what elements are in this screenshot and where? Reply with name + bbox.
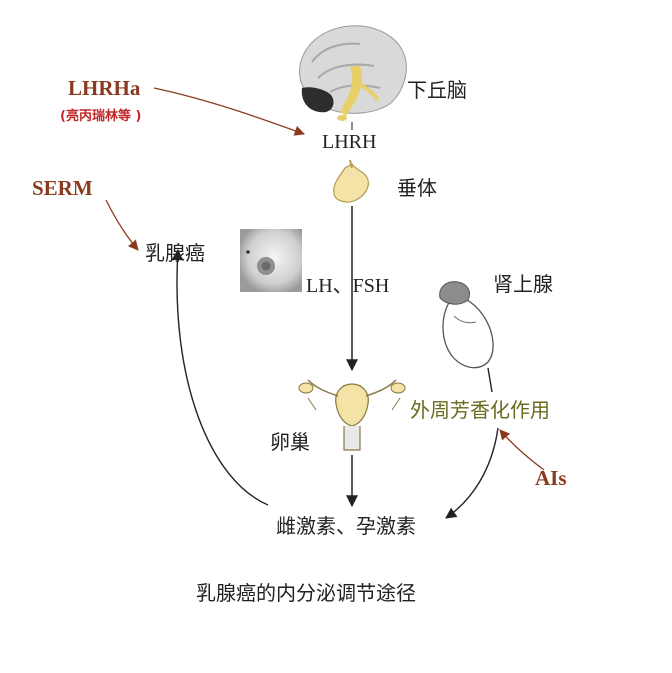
diagram-caption: 乳腺癌的内分泌调节途径: [196, 581, 416, 605]
label-pituitary: 垂体: [397, 176, 437, 200]
label-adrenal: 肾上腺: [493, 272, 553, 296]
label-breast-cancer: 乳腺癌: [145, 241, 205, 265]
drug-lhrha: LHRHa: [68, 76, 141, 100]
breast-icon: [240, 229, 302, 292]
drug-serm: SERM: [32, 176, 93, 200]
label-ovary: 卵巢: [270, 430, 310, 454]
arrow-hormones-breast-cancer: [171, 248, 269, 506]
uterus-icon: [298, 379, 406, 451]
label-aromatization: 外周芳香化作用: [410, 398, 550, 422]
drug-ais: AIs: [535, 466, 567, 490]
label-hormones: 雌激素、孕激素: [276, 514, 416, 538]
arrow-adrenal-aromatization: [487, 367, 493, 393]
arrow-lhrha: [153, 87, 305, 136]
pituitary-icon: [333, 159, 369, 203]
label-lhrh: LHRH: [322, 131, 377, 153]
arrow-serm: [105, 199, 139, 251]
adrenal-icon: [439, 281, 494, 369]
label-lh-fsh: LH、FSH: [306, 275, 390, 297]
brain-icon: [299, 25, 407, 121]
arrow-ais: [499, 429, 545, 471]
arrow-aromatization-hormones: [445, 427, 499, 519]
drug-lhrha-examples: (亮丙瑞林等 ): [60, 109, 142, 124]
label-hypothalamus: 下丘脑: [407, 78, 467, 102]
